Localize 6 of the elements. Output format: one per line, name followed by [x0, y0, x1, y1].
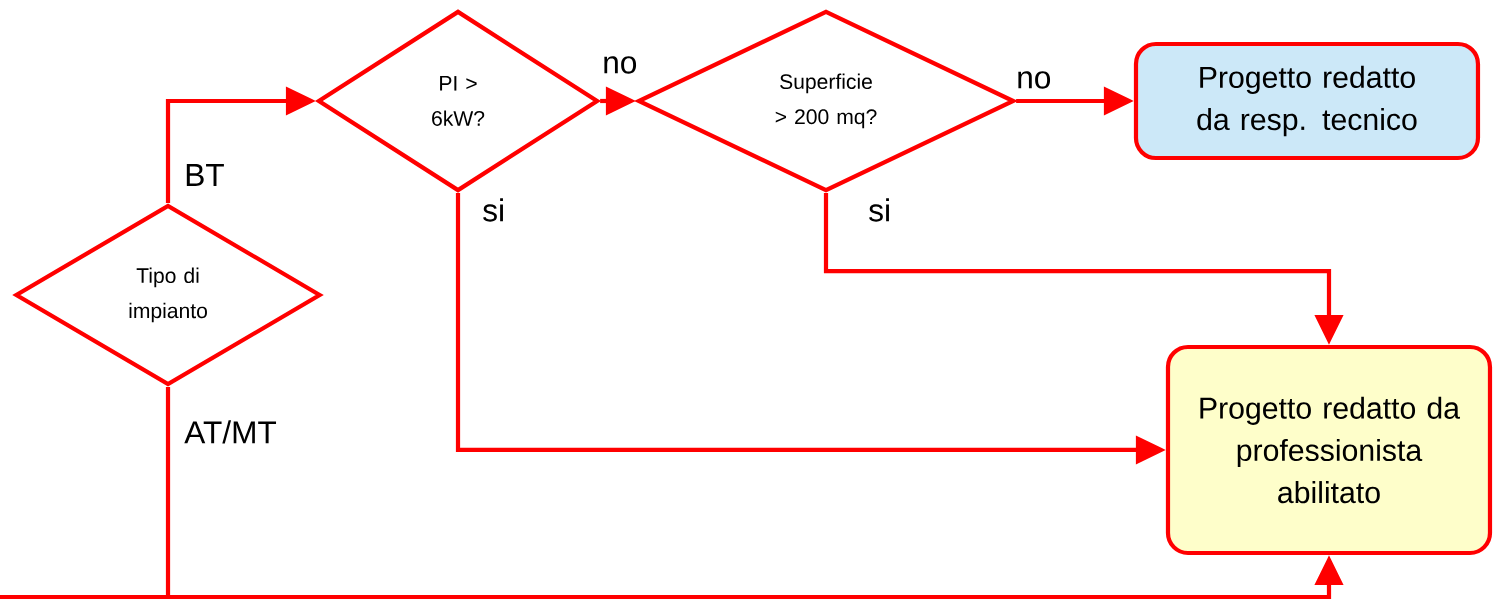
- edge-label: AT/MT: [180, 416, 281, 448]
- edge-label: si: [864, 194, 895, 226]
- edge-label: si: [478, 194, 509, 226]
- process-box: Progetto redatto da resp. tecnico: [1133, 41, 1481, 161]
- process-box: Progetto redatto da professionista abilitato: [1165, 344, 1493, 556]
- edge-label: BT: [180, 160, 229, 190]
